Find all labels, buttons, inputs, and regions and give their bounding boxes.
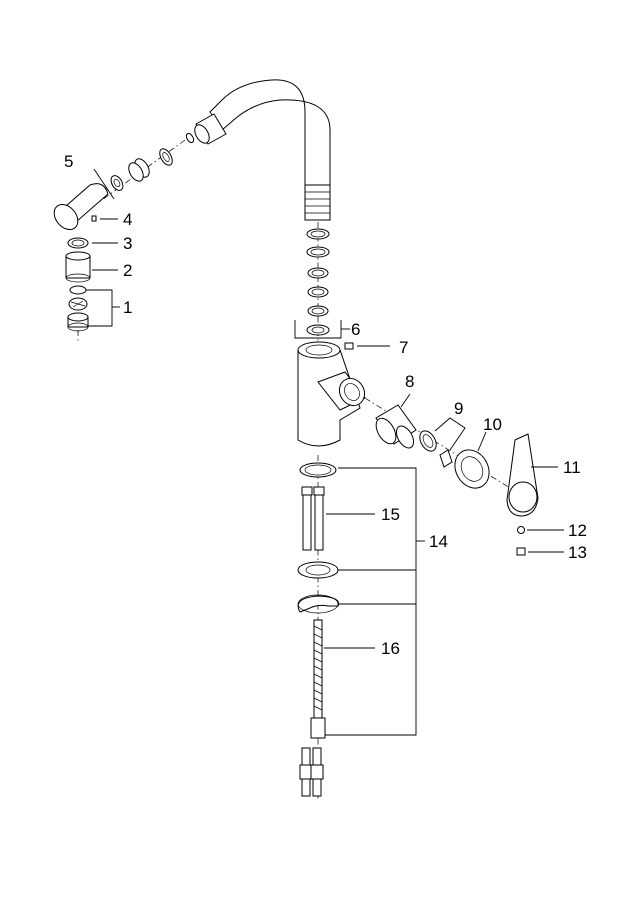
part-7-screw <box>344 342 390 350</box>
part-13-grub-screw <box>516 547 564 556</box>
part-3-ring <box>67 237 118 249</box>
part-1-aerator-set <box>67 285 120 343</box>
callout-12: 12 <box>568 521 587 540</box>
callout-8: 8 <box>405 372 414 391</box>
part-11-lever <box>506 433 558 517</box>
lower-horseshoe <box>297 594 340 614</box>
part-2-sleeve <box>65 251 118 283</box>
callout-2: 2 <box>123 261 132 280</box>
part-5-spray-head <box>53 168 115 231</box>
callout-14: 14 <box>429 532 448 551</box>
callout-9: 9 <box>454 399 463 418</box>
spout-hose <box>185 79 331 221</box>
callout-5: 5 <box>64 152 73 171</box>
part-9-bracket <box>419 417 466 468</box>
mixer-body <box>297 341 366 447</box>
spout-head-small-parts <box>110 148 173 191</box>
callout-3: 3 <box>123 234 132 253</box>
callout-11: 11 <box>563 458 581 477</box>
part-16-threaded-rod <box>310 619 375 739</box>
part-10-ring <box>454 431 490 489</box>
callout-14-bracket <box>325 467 417 736</box>
part-4-screw <box>91 215 118 222</box>
callout-4: 4 <box>123 210 132 229</box>
callout-7: 7 <box>399 338 408 357</box>
part-12-cap <box>517 526 564 534</box>
callout-13: 13 <box>568 543 587 562</box>
callout-10: 10 <box>483 415 502 434</box>
callout-1: 1 <box>123 298 132 317</box>
lower-ring-top <box>299 462 337 478</box>
part-8-cartridge <box>375 393 417 449</box>
lower-hose-ends <box>299 747 324 797</box>
callout-6: 6 <box>351 320 360 339</box>
part-6-seal-set <box>294 222 350 345</box>
lower-washer <box>297 561 339 579</box>
part-15-hoses <box>301 486 375 551</box>
callout-16: 16 <box>381 639 400 658</box>
callout-15: 15 <box>381 505 400 524</box>
